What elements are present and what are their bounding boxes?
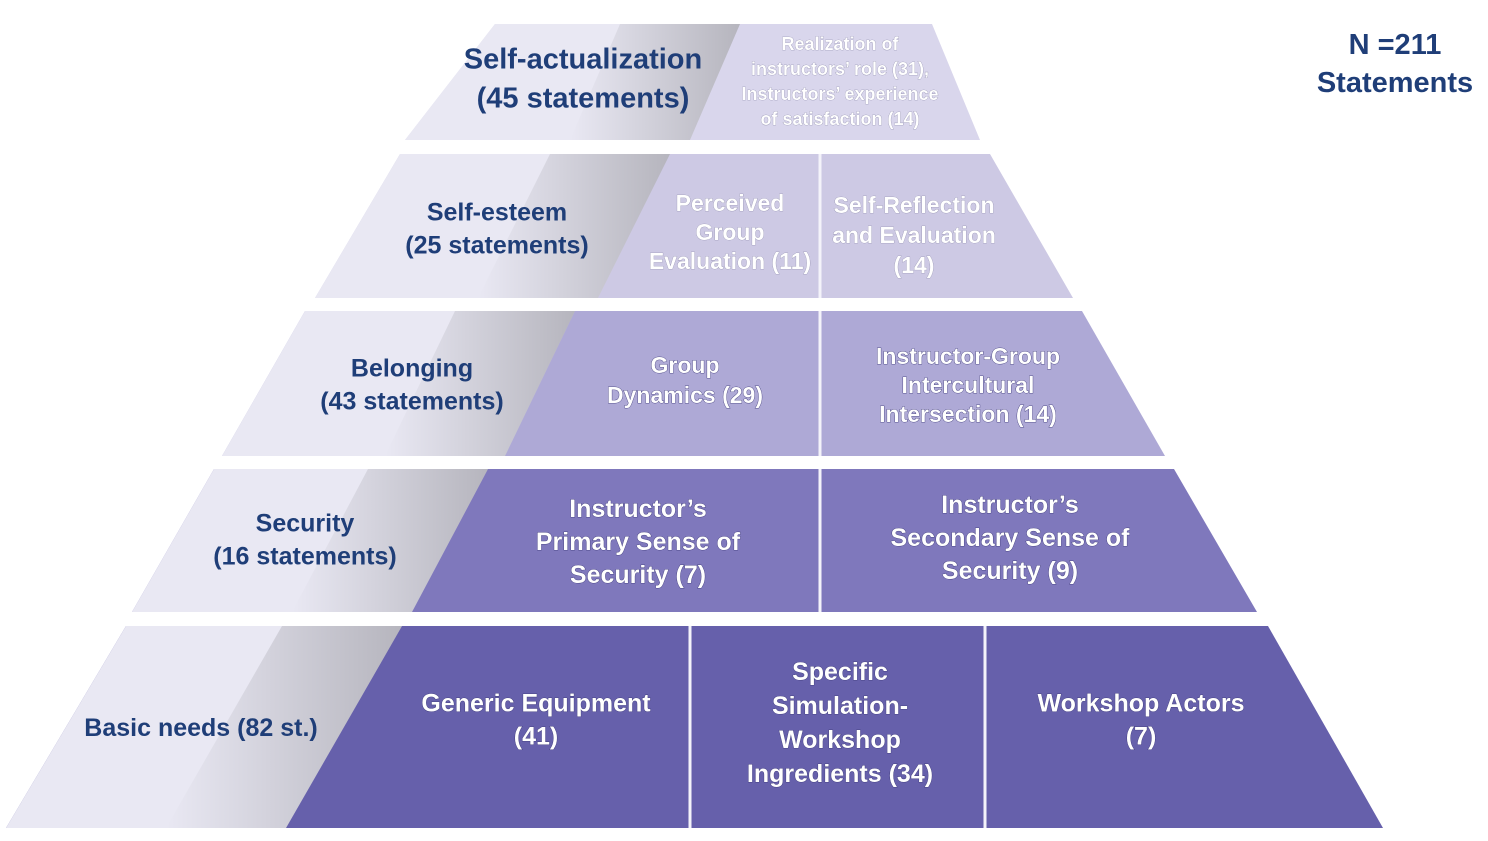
tier-belonging-shadow — [385, 311, 575, 456]
category-security-2-line: Security (9) — [942, 557, 1078, 585]
category-self-esteem-2-line: Self-Reflection — [833, 192, 994, 218]
category-belonging-2-line: Intersection (14) — [879, 401, 1057, 427]
category-security-1-line: Security (7) — [570, 561, 706, 589]
tier-self-actualization-shadow — [570, 24, 740, 140]
category-security-1-line: Primary Sense of — [536, 528, 741, 556]
category-self-actualization-1-line: Instructors’ experience — [741, 84, 938, 104]
category-self-actualization-1-line: instructors’ role (31), — [751, 59, 929, 79]
category-self-esteem-2: Self-Reflection and Evaluation (14) — [832, 192, 996, 278]
total-statements-note: N =211 Statements — [1300, 26, 1488, 102]
level-label-belonging: Belonging (43 statements) — [320, 354, 503, 415]
category-basic-needs-1: Generic Equipment (41) — [421, 689, 651, 750]
level-label-security: Security (16 statements) — [213, 509, 396, 570]
category-self-actualization-1-line: of satisfaction (14) — [760, 109, 919, 129]
level-label-self-esteem-line: Self-esteem — [427, 198, 567, 226]
level-label-security-line: (16 statements) — [213, 542, 396, 570]
category-basic-needs-2-line: Ingredients (34) — [747, 760, 933, 788]
category-basic-needs-1-line: (41) — [514, 722, 558, 750]
category-self-esteem-2-line: and Evaluation — [832, 222, 996, 248]
level-label-belonging-line: Belonging — [351, 354, 473, 382]
category-basic-needs-2-line: Workshop — [779, 726, 901, 754]
category-security-1-line: Instructor’s — [569, 495, 707, 523]
category-belonging-1-line: Dynamics (29) — [607, 382, 763, 408]
level-label-basic-needs-line: Basic needs (82 st.) — [84, 714, 317, 742]
category-security-2-line: Secondary Sense of — [891, 524, 1131, 552]
tier-self-esteem-shadow — [478, 154, 670, 298]
category-basic-needs-3: Workshop Actors (7) — [1038, 689, 1245, 750]
category-belonging-2-line: Intercultural — [902, 372, 1035, 398]
level-label-security-line: Security — [256, 509, 355, 537]
category-belonging-2-line: Instructor-Group — [876, 343, 1060, 369]
category-self-esteem-2-line: (14) — [894, 252, 935, 278]
level-label-self-actualization-line: (45 statements) — [477, 83, 690, 115]
category-self-actualization-1-line: Realization of — [781, 34, 899, 54]
level-label-self-esteem: Self-esteem (25 statements) — [405, 198, 588, 259]
category-self-esteem-1-line: Evaluation (11) — [649, 248, 811, 274]
total-count: N =211 — [1348, 29, 1442, 61]
total-unit: Statements — [1316, 67, 1474, 99]
level-label-belonging-line: (43 statements) — [320, 387, 503, 415]
category-belonging-1-line: Group — [651, 352, 720, 378]
category-basic-needs-3-line: (7) — [1126, 722, 1157, 750]
category-self-actualization-1: Realization of instructors’ role (31), Ins… — [741, 34, 938, 129]
category-self-esteem-1-line: Perceived — [676, 190, 785, 216]
category-security-2-line: Instructor’s — [941, 491, 1079, 519]
category-basic-needs-2-line: Specific — [792, 658, 888, 686]
level-label-self-actualization-line: Self-actualization — [464, 44, 703, 76]
tier-basic-needs: Basic needs (82 st.) Generic Equipment (41… — [6, 626, 1383, 828]
category-basic-needs-3-line: Workshop Actors — [1038, 689, 1245, 717]
category-basic-needs-1-line: Generic Equipment — [421, 689, 651, 717]
category-self-esteem-1-line: Group — [696, 219, 765, 245]
tier-self-actualization: Self-actualization (45 statements) Realiza… — [405, 24, 980, 140]
tier-basic-needs-shadow — [166, 626, 402, 828]
tier-security-shadow — [292, 469, 488, 612]
level-label-basic-needs: Basic needs (82 st.) — [84, 714, 317, 742]
level-label-self-esteem-line: (25 statements) — [405, 231, 588, 259]
category-basic-needs-2-line: Simulation- — [772, 692, 908, 720]
level-label-self-actualization: Self-actualization (45 statements) — [464, 44, 703, 115]
